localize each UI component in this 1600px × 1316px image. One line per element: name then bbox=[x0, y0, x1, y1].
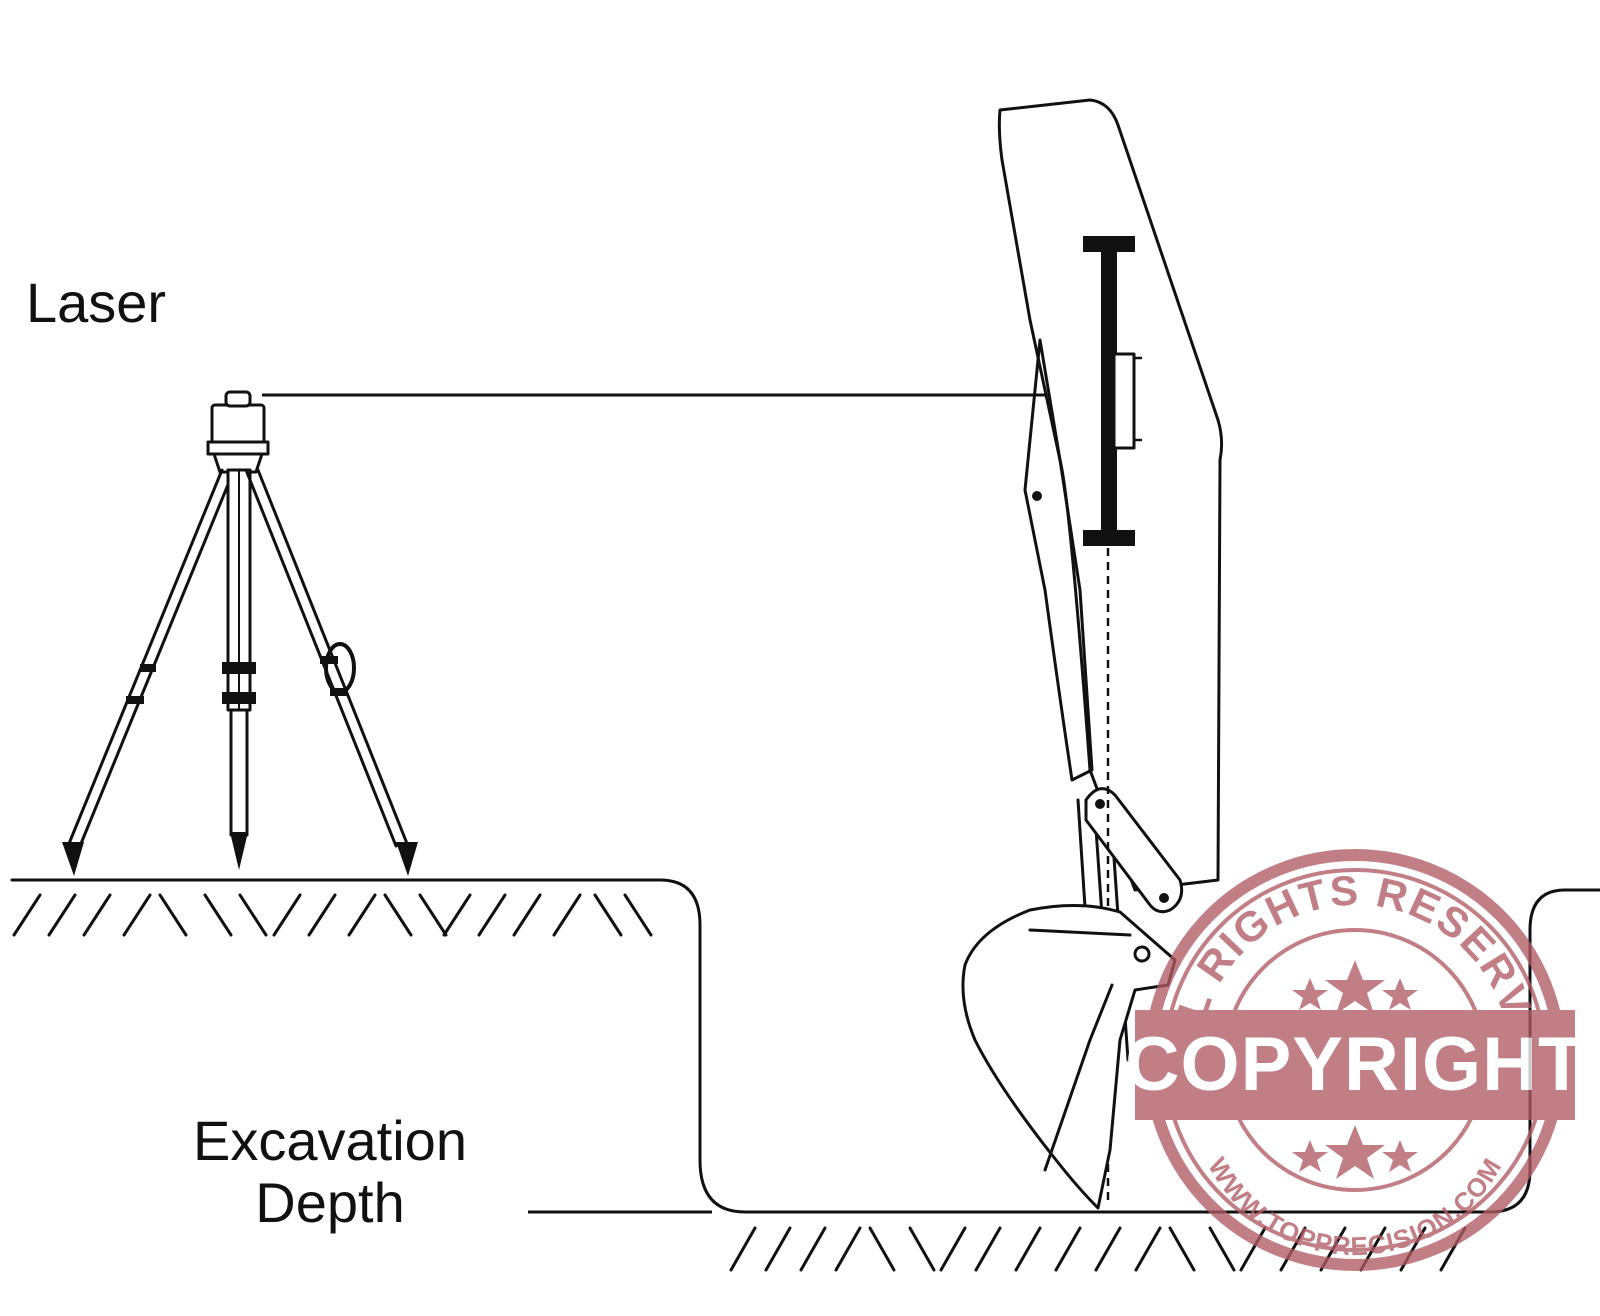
laser-receiver bbox=[1083, 236, 1142, 546]
ground-hatching-upper bbox=[12, 893, 653, 937]
excavation-label-line2: Depth bbox=[255, 1170, 405, 1234]
laser-label: Laser bbox=[26, 271, 167, 334]
svg-text:WWW.TOPPRECISION.COM: WWW.TOPPRECISION.COM bbox=[1202, 1152, 1507, 1261]
ground-profile bbox=[10, 878, 1600, 1214]
excavation-label-line1: Excavation bbox=[193, 1109, 467, 1172]
stamp-center-text: COPYRIGHT bbox=[1125, 1022, 1586, 1107]
excavator-bucket bbox=[961, 904, 1177, 1210]
stamp-bottom-text: WWW.TOPPRECISION.COM bbox=[1202, 1152, 1506, 1261]
stamp-stars bbox=[1292, 960, 1418, 1179]
excavation-depth-label: Excavation Depth bbox=[160, 1110, 500, 1233]
laser-tripod bbox=[62, 390, 418, 876]
